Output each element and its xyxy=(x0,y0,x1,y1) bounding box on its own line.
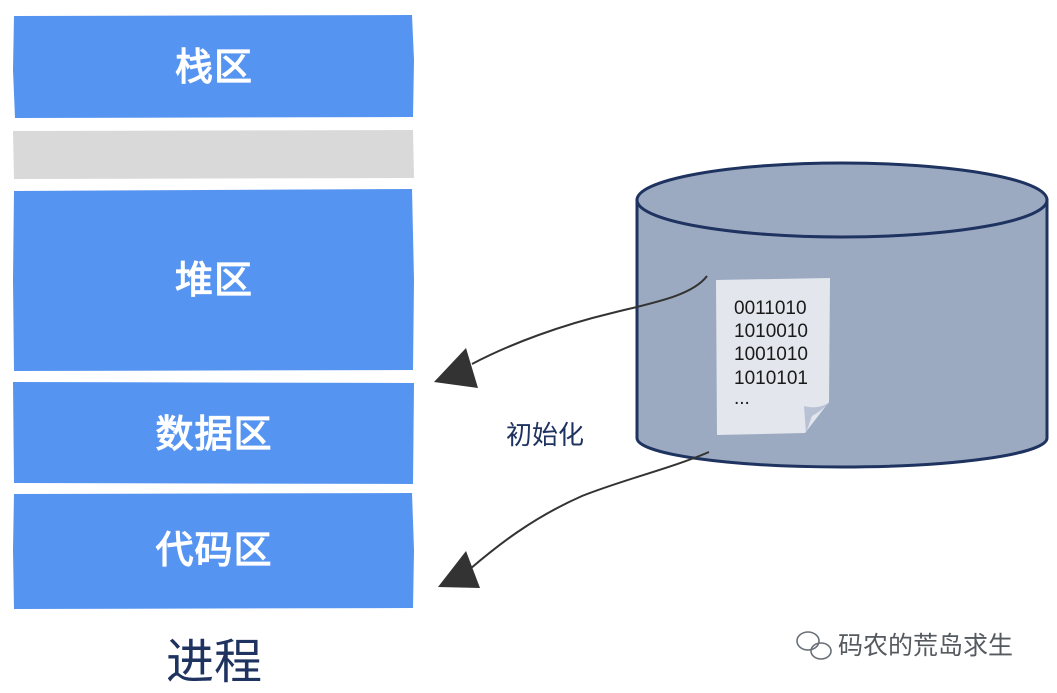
code-segment xyxy=(13,493,414,609)
process-label: 进程 xyxy=(166,634,262,690)
process-memory-layout: 栈区 堆区 数据区 代码区 xyxy=(13,15,414,609)
wechat-icon xyxy=(796,631,832,660)
stack-segment-label: 栈区 xyxy=(175,45,253,89)
code-segment-label: 代码区 xyxy=(155,528,272,572)
data-segment xyxy=(13,382,414,484)
arrow-to-code-segment xyxy=(469,451,710,570)
disk-body xyxy=(635,198,1049,469)
gap-segment xyxy=(13,130,414,179)
stack-segment xyxy=(13,15,414,118)
arrowhead-data-segment xyxy=(434,348,478,388)
binary-file: 0011010 1010010 1001010 1010101 ... xyxy=(716,278,830,435)
watermark: 码农的荒岛求生 xyxy=(796,631,1013,660)
file-line-4: 1010101 xyxy=(734,368,808,389)
disk-cylinder xyxy=(635,161,1049,469)
disk-top xyxy=(635,161,1049,239)
arrowhead-code-segment xyxy=(438,551,480,588)
file-line-3: 1001010 xyxy=(734,344,808,365)
heap-segment-label: 堆区 xyxy=(175,258,253,302)
arrow-to-data-segment xyxy=(471,275,708,365)
file-line-5: ... xyxy=(734,388,750,409)
file-line-2: 1010010 xyxy=(734,321,808,342)
file-page-curl xyxy=(804,402,830,433)
watermark-text: 码农的荒岛求生 xyxy=(838,631,1013,660)
init-arrow-label: 初始化 xyxy=(506,421,584,451)
init-arrows xyxy=(434,275,710,588)
data-segment-label: 数据区 xyxy=(155,412,272,456)
file-line-1: 0011010 xyxy=(734,298,807,319)
file-paper xyxy=(716,278,830,435)
heap-segment xyxy=(13,189,414,371)
